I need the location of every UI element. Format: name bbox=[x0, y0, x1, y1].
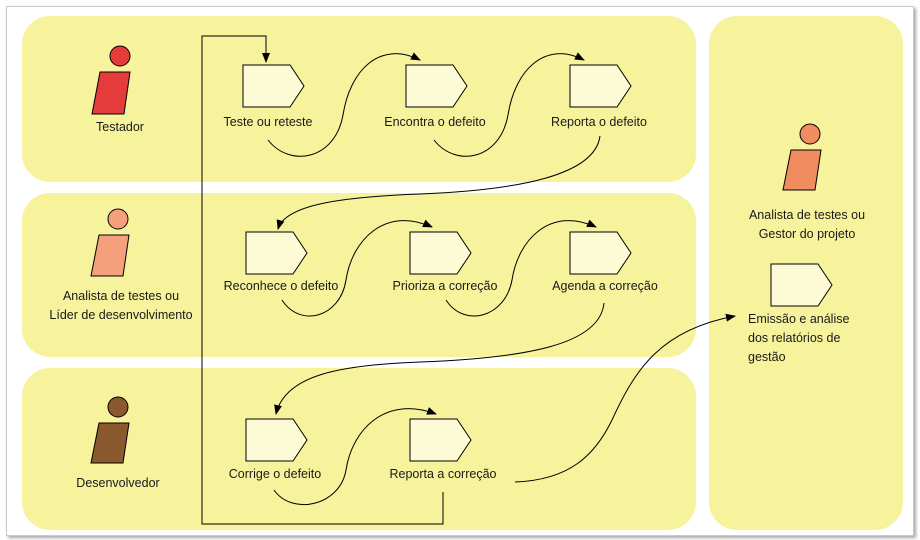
step-reconhece-shape bbox=[245, 231, 308, 275]
step-reporta-defeito-shape bbox=[569, 64, 632, 108]
step-emissao-shape bbox=[770, 263, 833, 307]
actor-desenvolvedor-icon bbox=[90, 396, 130, 464]
flow-connectors bbox=[201, 35, 736, 525]
step-encontra-label: Encontra o defeito bbox=[384, 115, 486, 129]
step-emissao-label: Emissão e análise dos relatórios de gest… bbox=[748, 312, 850, 364]
step-agenda-shape bbox=[569, 231, 632, 275]
step-prioriza-shape bbox=[409, 231, 472, 275]
actor-analista-lider-label: Analista de testes ou Líder de desenvolv… bbox=[49, 289, 193, 322]
step-corrige-shape bbox=[245, 418, 308, 462]
actor-testador-icon bbox=[91, 45, 131, 115]
step-teste-shape bbox=[242, 64, 305, 108]
actor-analista-gestor-icon bbox=[782, 123, 822, 191]
step-encontra-shape bbox=[405, 64, 468, 108]
actor-analista-lider-icon bbox=[90, 208, 130, 277]
step-reporta-correcao-shape bbox=[409, 418, 472, 462]
step-reporta-correcao-label: Reporta a correção bbox=[389, 467, 497, 481]
step-reporta-defeito-label: Reporta o defeito bbox=[551, 115, 647, 129]
lane-desenvolvedor bbox=[22, 368, 696, 530]
step-reconhece-label: Reconhece o defeito bbox=[223, 279, 339, 293]
step-corrige-label: Corrige o defeito bbox=[228, 467, 322, 481]
step-agenda-label: Agenda a correção bbox=[552, 279, 658, 293]
actor-desenvolvedor-label: Desenvolvedor bbox=[76, 476, 160, 490]
actor-analista-gestor-label: Analista de testes ou Gestor do projeto bbox=[748, 208, 866, 241]
lane-analista-lider bbox=[22, 193, 696, 357]
step-prioriza-label: Prioriza a correção bbox=[392, 279, 498, 293]
actor-testador-label: Testador bbox=[96, 120, 144, 134]
step-teste-label: Teste ou reteste bbox=[223, 115, 313, 129]
